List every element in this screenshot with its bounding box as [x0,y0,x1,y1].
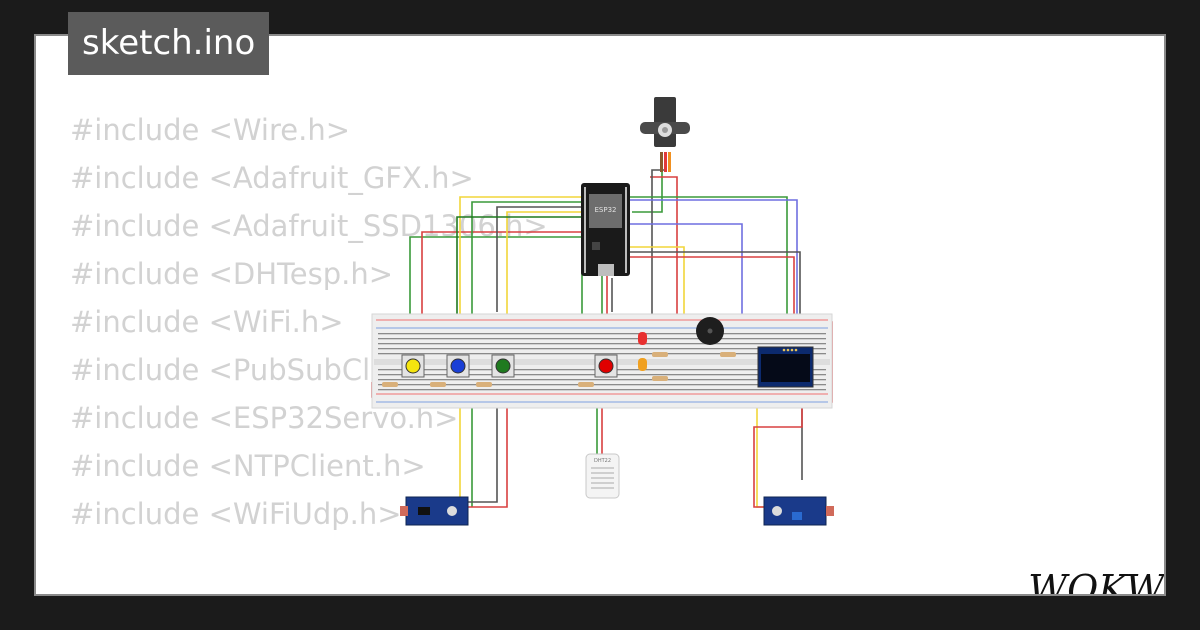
code-line: #include <Wire.h> [70,113,351,147]
project-preview-card: #include <Wire.h> #include <Adafruit_GFX.… [34,34,1166,596]
yellow-led [638,358,647,371]
push-buttons [401,354,618,378]
code-line: #include <Adafruit_SSD1306.h> [70,209,548,243]
esp32-board: ESP32 [581,183,630,276]
code-line: #include <WiFi.h> [70,305,344,339]
green-button[interactable] [495,358,511,374]
code-line: #include <DHTesp.h> [70,257,394,291]
oled-display [757,346,814,388]
code-line: #include <NTPClient.h> [70,449,426,483]
file-tab-title[interactable]: sketch.ino [68,12,270,75]
ldr-module-left [400,496,469,526]
circuit-diagram: ESP32 DHT22 [371,97,834,526]
code-line: #define SCREEN_WIDTH 128 [70,586,548,594]
ldr-module-right [763,496,834,526]
blue-button[interactable] [450,358,466,374]
yellow-button[interactable] [405,358,421,374]
servo-motor [640,97,690,172]
red-led [638,332,647,345]
code-line: #include <WiFiUdp.h> [70,497,402,531]
buzzer [696,317,724,345]
code-line: #include <Adafruit_GFX.h> [70,161,474,195]
wokwi-logo: WOKWi [1028,567,1166,596]
code-editor: #include <Wire.h> #include <Adafruit_GFX.… [70,106,548,594]
leds [638,332,647,371]
dht22-label: DHT22 [594,458,611,464]
logo-text: WOKWi [1028,567,1166,596]
esp32-label: ESP32 [595,206,617,214]
red-button[interactable] [598,358,614,374]
dht22-sensor: DHT22 [585,453,620,499]
resistors [382,352,736,387]
